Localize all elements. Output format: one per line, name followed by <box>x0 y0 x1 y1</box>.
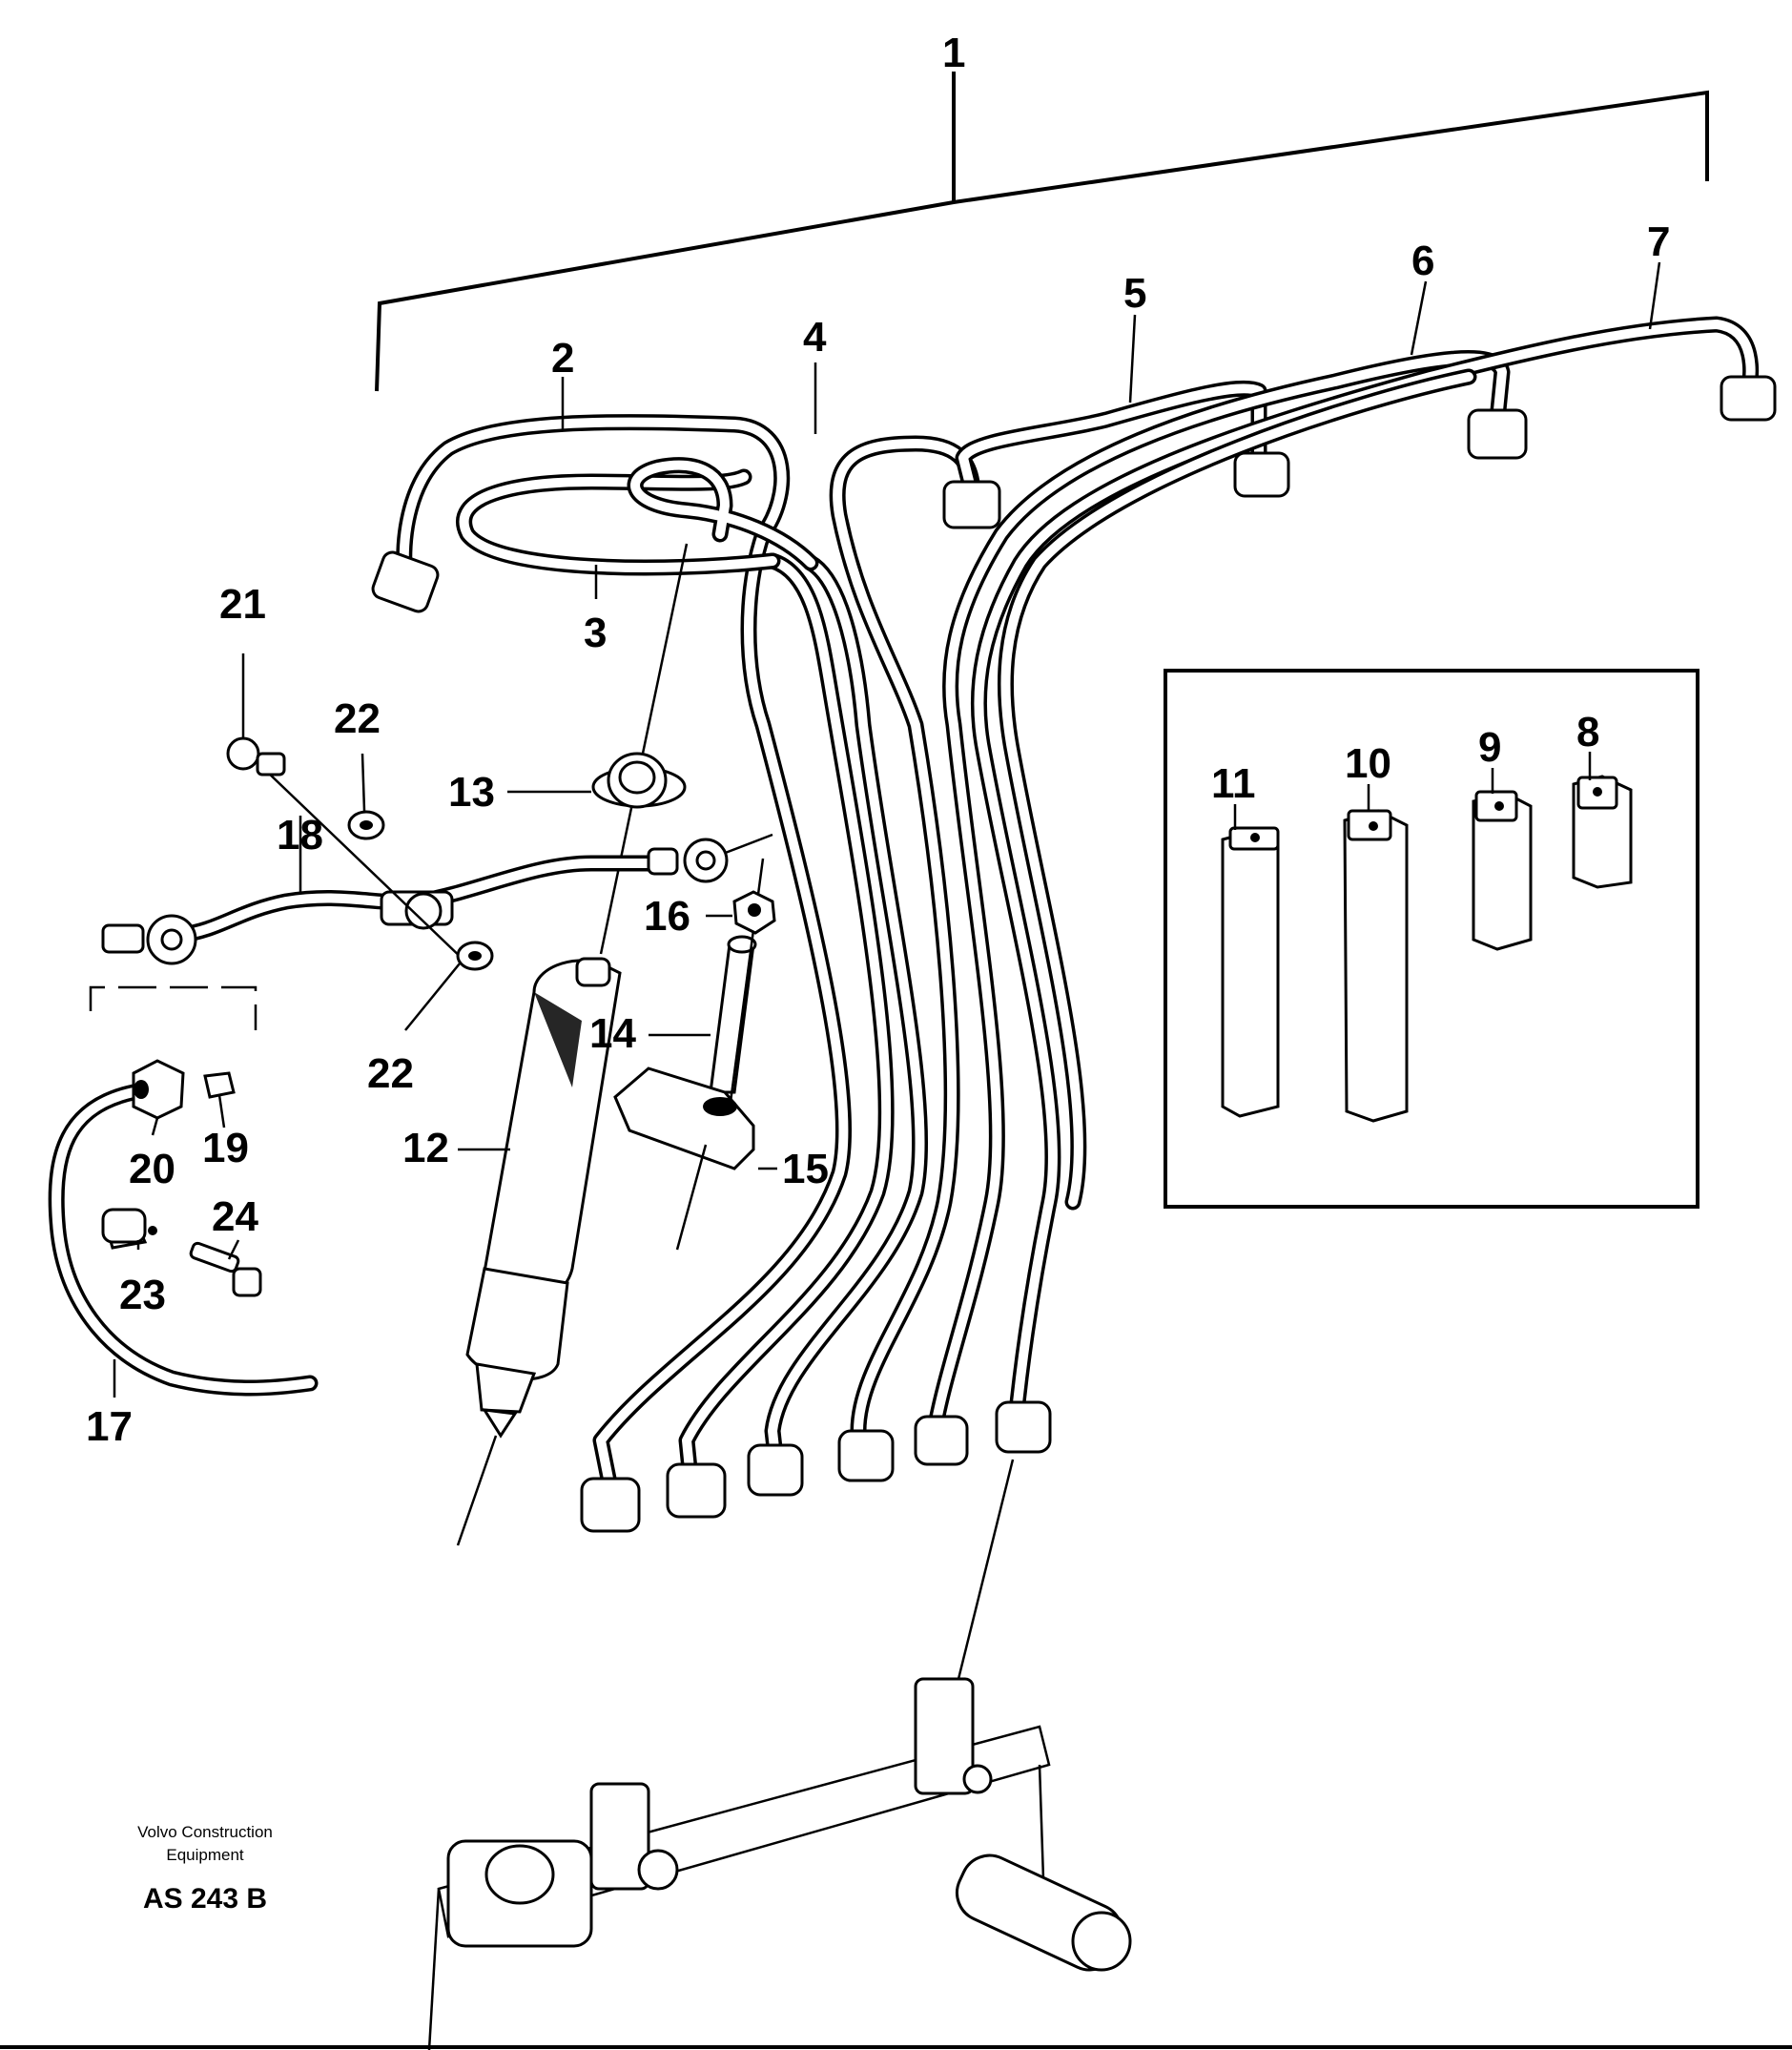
callout-15: 15 <box>782 1146 829 1192</box>
washer-lower <box>456 941 494 971</box>
callout-8: 8 <box>1576 709 1599 756</box>
pipe-nuts-bottom <box>580 1400 1052 1533</box>
callout-7: 7 <box>1647 218 1670 265</box>
delivery-pipes <box>396 316 1760 1497</box>
callout-16: 16 <box>644 893 690 940</box>
callout-2: 2 <box>551 335 574 382</box>
callout-17: 17 <box>86 1403 133 1450</box>
callout-22b: 22 <box>367 1050 414 1097</box>
callout-6: 6 <box>1411 238 1434 284</box>
callout-19: 19 <box>202 1125 249 1171</box>
brand-line-2: Equipment <box>166 1846 244 1864</box>
banjo-bolt <box>226 736 286 777</box>
callout-13: 13 <box>448 769 495 816</box>
callout-21: 21 <box>219 581 266 628</box>
callout-11: 11 <box>1211 760 1256 807</box>
stud <box>709 858 765 1146</box>
footer: Volvo Construction Equipment AS 243 B <box>137 1823 273 1915</box>
return-hose <box>48 985 319 1397</box>
washer-upper <box>347 810 385 840</box>
callout-5: 5 <box>1123 270 1146 317</box>
callout-24: 24 <box>212 1193 258 1240</box>
callout-23: 23 <box>119 1272 166 1318</box>
callout-20: 20 <box>129 1146 175 1192</box>
callout-10: 10 <box>1345 740 1391 787</box>
callout-4: 4 <box>803 314 827 361</box>
bracket-inset <box>1164 669 1699 1209</box>
brand-line-1: Volvo Construction <box>137 1823 273 1841</box>
drawing-code: AS 243 B <box>143 1883 267 1915</box>
callout-9: 9 <box>1478 724 1501 771</box>
callout-18: 18 <box>277 812 323 859</box>
callout-14: 14 <box>589 1010 636 1057</box>
callouts: 1 2 3 4 5 6 7 8 9 10 11 12 13 14 15 16 1… <box>86 30 1670 1450</box>
injector <box>456 543 689 1546</box>
leader-lines <box>113 261 1661 1398</box>
callout-22a: 22 <box>334 695 381 742</box>
seal-ring <box>591 752 687 809</box>
callout-3: 3 <box>584 610 607 656</box>
pipe-set-bracket <box>375 72 1709 392</box>
callout-1: 1 <box>942 30 965 76</box>
injection-pump <box>427 1459 1132 2050</box>
callout-12: 12 <box>402 1125 449 1171</box>
nut <box>732 890 776 935</box>
pipe-nuts-top <box>371 375 1777 613</box>
clamp <box>613 1066 755 1251</box>
leak-off-line <box>101 748 773 965</box>
